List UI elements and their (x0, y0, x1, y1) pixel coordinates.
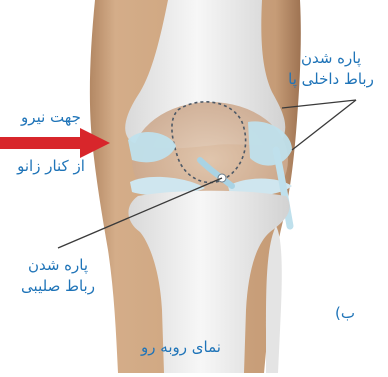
force-direction-line-2: از کنار زانو (5, 156, 97, 177)
panel-letter: ب) (330, 303, 360, 324)
view-caption: نمای روبه رو (131, 337, 231, 358)
meniscus-tear-line-2: رباط داخلی پا (283, 69, 379, 90)
force-direction-label: جهت نیرو از کنار زانو (5, 107, 97, 177)
force-direction-line-1: جهت نیرو (5, 107, 97, 128)
cruciate-tear-line-1: پاره شدن (10, 255, 106, 276)
meniscus-tear-line-1: پاره شدن (283, 48, 379, 69)
cruciate-tear-label: پاره شدن رباط صلیبی (10, 255, 106, 297)
cruciate-tear-line-2: رباط صلیبی (10, 276, 106, 297)
meniscus-tear-label: پاره شدن رباط داخلی پا (283, 48, 379, 90)
meniscus-leader-2 (292, 100, 356, 150)
